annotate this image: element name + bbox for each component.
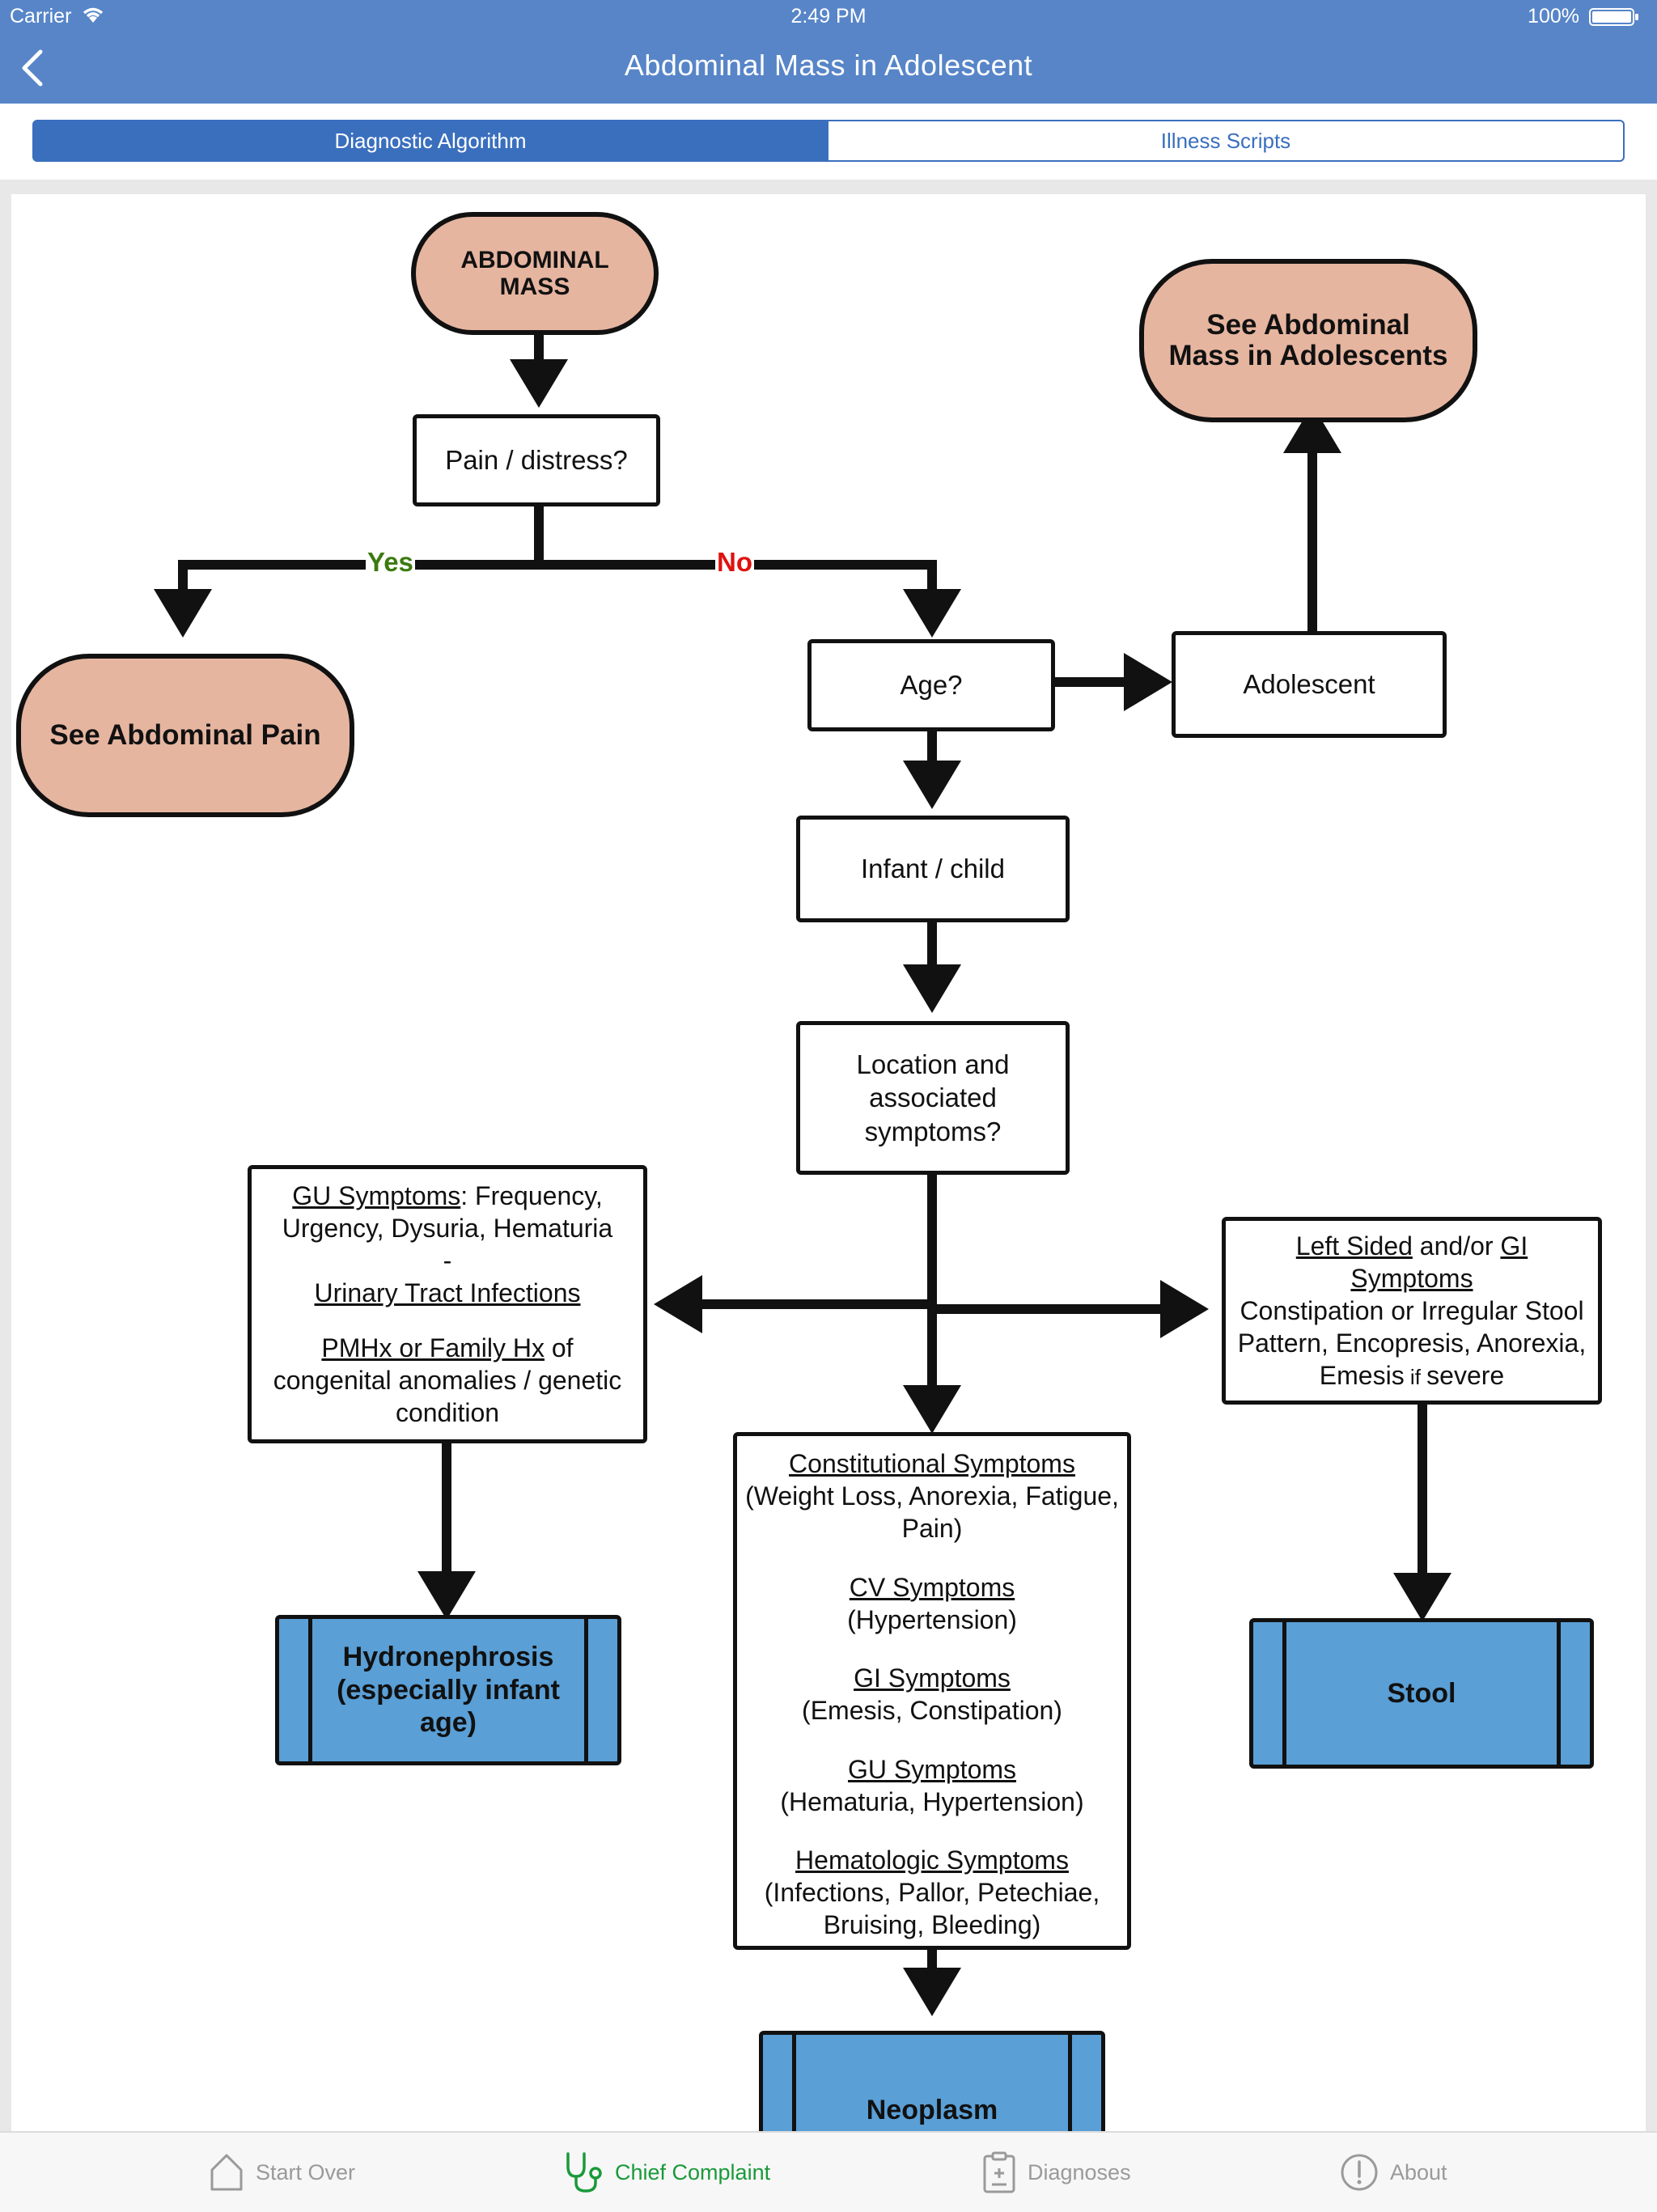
gu-box-pmhx-rest: of congenital anomalies / genetic condit… <box>273 1333 622 1427</box>
tab-bar: Start Over Chief Complaint Diagnoses Abo… <box>0 2131 1657 2212</box>
battery-percentage: 100% <box>1528 5 1579 28</box>
home-icon <box>210 2154 243 2191</box>
outcome-stool[interactable]: Stool <box>1249 1618 1594 1769</box>
tab-about[interactable]: About <box>1340 2133 1447 2212</box>
tab-diagnoses[interactable]: Diagnoses <box>982 2133 1131 2212</box>
edge-yes-to-pain <box>154 560 539 638</box>
node-see-abdominal-pain[interactable]: See Abdominal Pain <box>16 654 354 817</box>
gu-box-pmhx: PMHx or Family Hx <box>321 1333 545 1362</box>
node-abdominal-mass-line2: Mass <box>499 273 570 300</box>
gu-box-uti: Urinary Tract Infections <box>314 1278 581 1307</box>
stethoscope-icon <box>566 2152 602 2193</box>
outcome-neoplasm[interactable]: Neoplasm <box>759 2031 1105 2131</box>
left-box-gi-symptoms: GI Symptoms <box>1350 1231 1528 1293</box>
no-label: No <box>715 547 754 578</box>
node-pain-distress[interactable]: Pain / distress? <box>413 414 660 506</box>
diagnostic-flowchart[interactable]: Yes No Abdominal Mass Pain / distress? S… <box>11 194 1646 2131</box>
center-box-cv-body: (Hypertension) <box>847 1604 1017 1634</box>
info-icon <box>1341 2154 1378 2191</box>
tab-start-over-label: Start Over <box>256 2159 356 2184</box>
node-age-label: Age? <box>900 670 963 701</box>
tab-about-label: About <box>1390 2159 1447 2184</box>
node-see-abdominal-mass-adolescents[interactable]: See Abdominal Mass in Adolescents <box>1139 259 1477 422</box>
node-systemic-symptoms-box[interactable]: Constitutional Symptoms (Weight Loss, An… <box>733 1432 1131 1950</box>
node-see-abdominal-mass-adolescents-label: See Abdominal Mass in Adolescents <box>1168 308 1448 371</box>
tab-start-over[interactable]: Start Over <box>209 2133 355 2212</box>
left-box-left-sided: Left Sided <box>1295 1231 1413 1261</box>
node-pain-distress-label: Pain / distress? <box>445 445 628 476</box>
carrier-label: Carrier <box>10 5 72 28</box>
outcome-stool-label: Stool <box>1387 1677 1456 1709</box>
node-infant-child-label: Infant / child <box>861 854 1005 884</box>
left-box-and-or: and/or <box>1412 1231 1501 1261</box>
gu-box-heading-rest: : Frequency, Urgency, Dysuria, Hematuria <box>282 1181 613 1243</box>
center-box-gi-title: GI Symptoms <box>854 1663 1011 1693</box>
segment-diagnostic-algorithm[interactable]: Diagnostic Algorithm <box>32 120 828 162</box>
node-left-sided-gi-box[interactable]: Left Sided and/or GI Symptoms Constipati… <box>1222 1217 1602 1405</box>
yes-label: Yes <box>366 547 415 578</box>
center-box-heme-title: Hematologic Symptoms <box>795 1845 1069 1875</box>
center-box-heme-body: (Infections, Pallor, Petechiae, Bruising… <box>764 1878 1100 1939</box>
node-gu-symptoms-box[interactable]: GU Symptoms: Frequency, Urgency, Dysuria… <box>248 1165 647 1443</box>
outcome-hydronephrosis[interactable]: Hydronephrosis (especially infant age) <box>275 1615 621 1765</box>
center-box-gu-body: (Hematuria, Hypertension) <box>780 1786 1084 1816</box>
node-adolescent-label: Adolescent <box>1243 669 1375 700</box>
center-box-const-body: (Weight Loss, Anorexia, Fatigue, Pain) <box>745 1481 1119 1543</box>
segmented-control: Diagnostic Algorithm Illness Scripts <box>0 104 1657 180</box>
tab-chief-complaint[interactable]: Chief Complaint <box>563 2133 770 2212</box>
node-see-abdominal-pain-label: See Abdominal Pain <box>49 718 321 751</box>
segment-illness-scripts[interactable]: Illness Scripts <box>827 120 1625 162</box>
battery-icon <box>1589 8 1638 26</box>
center-box-const-title: Constitutional Symptoms <box>789 1449 1075 1478</box>
node-location-symptoms-label: Location and associated symptoms? <box>856 1049 1010 1146</box>
wifi-icon <box>83 7 104 23</box>
left-box-severe: severe <box>1426 1361 1505 1390</box>
gu-box-dot: - <box>443 1246 452 1275</box>
node-abdominal-mass[interactable]: Abdominal Mass <box>411 212 659 335</box>
edge-no-to-age <box>539 560 961 638</box>
node-age[interactable]: Age? <box>807 639 1055 731</box>
tab-chief-complaint-label: Chief Complaint <box>615 2159 771 2184</box>
center-box-cv-title: CV Symptoms <box>849 1572 1015 1602</box>
gu-box-heading: GU Symptoms <box>292 1181 461 1210</box>
content-frame: Yes No Abdominal Mass Pain / distress? S… <box>0 180 1657 2131</box>
back-chevron-icon[interactable] <box>15 47 50 89</box>
center-box-gi-body: (Emesis, Constipation) <box>802 1696 1062 1725</box>
outcome-neoplasm-label: Neoplasm <box>866 2095 998 2126</box>
navigation-bar: Abdominal Mass in Adolescent <box>0 34 1657 104</box>
page-title: Abdominal Mass in Adolescent <box>624 49 1033 82</box>
left-box-if: if <box>1404 1365 1427 1389</box>
node-location-symptoms[interactable]: Location and associated symptoms? <box>796 1021 1070 1175</box>
center-box-gu-title: GU Symptoms <box>847 1754 1017 1784</box>
left-box-body: Constipation or Irregular Stool Pattern,… <box>1237 1296 1587 1390</box>
node-abdominal-mass-line1: Abdominal <box>460 247 609 273</box>
clipboard-icon <box>983 2151 1015 2193</box>
flowchart-connectors <box>154 320 1451 2016</box>
status-time: 2:49 PM <box>790 5 867 28</box>
outcome-hydronephrosis-label: Hydronephrosis (especially infant age) <box>337 1641 560 1739</box>
status-bar: Carrier 2:49 PM 100% <box>0 0 1657 34</box>
node-infant-child[interactable]: Infant / child <box>796 816 1070 922</box>
node-adolescent[interactable]: Adolescent <box>1172 631 1447 738</box>
tab-diagnoses-label: Diagnoses <box>1028 2159 1131 2184</box>
